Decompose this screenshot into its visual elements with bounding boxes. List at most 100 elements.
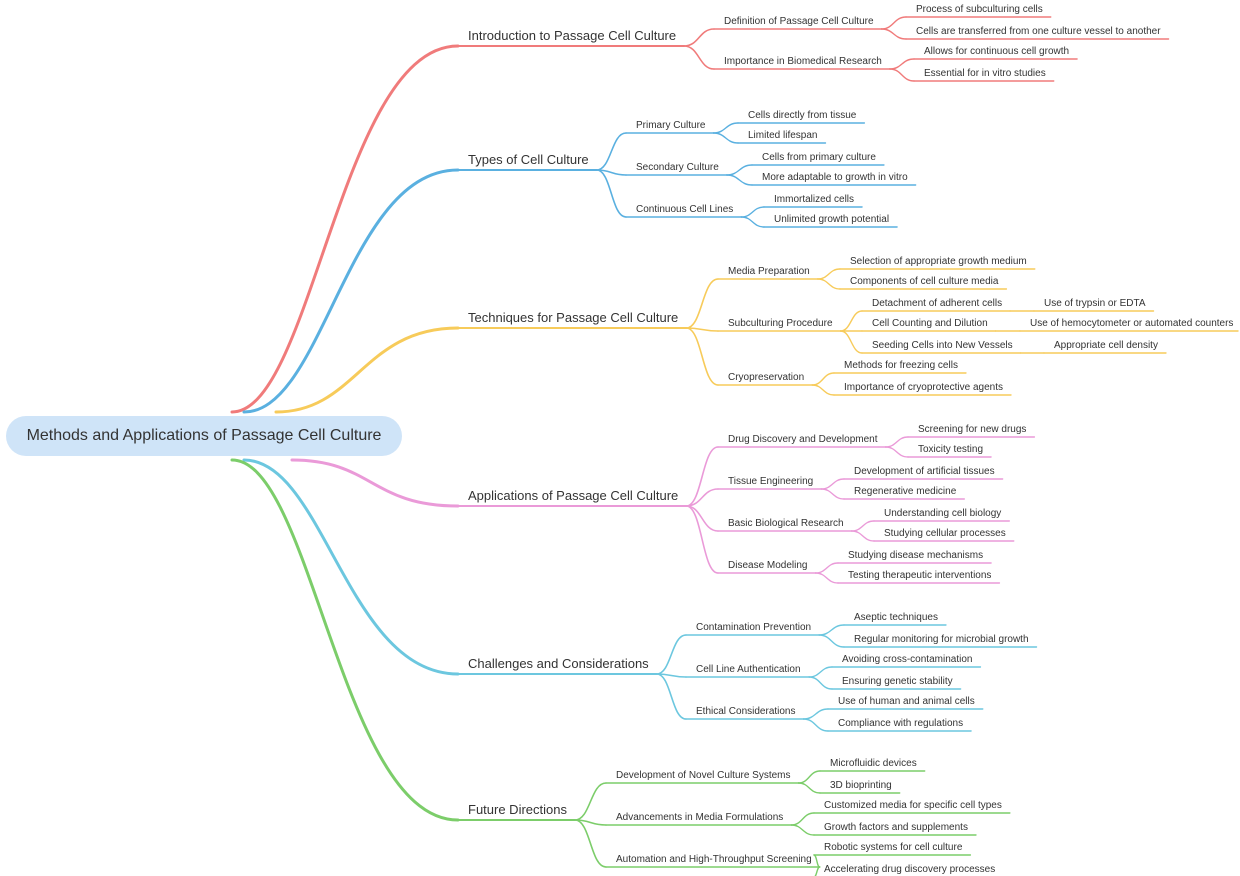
leaf-connector	[814, 562, 839, 574]
leaf-label[interactable]: Regenerative medicine	[854, 486, 957, 497]
leaf-label[interactable]: Robotic systems for cell culture	[824, 842, 963, 853]
subtopic-connector	[595, 132, 627, 171]
leaf-connector	[726, 164, 753, 176]
leaf-label[interactable]: Toxicity testing	[918, 444, 983, 455]
leaf-connector	[790, 824, 815, 836]
leaf-label[interactable]: Studying cellular processes	[884, 528, 1006, 539]
subtopic-connector	[595, 169, 627, 218]
leaf-label[interactable]: Cells from primary culture	[762, 152, 876, 163]
leaf-label[interactable]: Methods for freezing cells	[844, 360, 958, 371]
leaf-label[interactable]: Limited lifespan	[748, 130, 817, 141]
leaf-connector	[813, 854, 821, 868]
leaf-connector	[889, 68, 915, 82]
leaf-label[interactable]: Detachment of adherent cells	[872, 298, 1002, 309]
subtopic-connector	[685, 278, 719, 329]
branch-label[interactable]: Future Directions	[468, 802, 567, 817]
leaf-connector	[808, 676, 833, 690]
leaf-label[interactable]: Compliance with regulations	[838, 718, 963, 729]
subtopic-label[interactable]: Disease Modeling	[728, 560, 808, 571]
branch-label[interactable]: Types of Cell Culture	[468, 152, 589, 167]
leaf-connector	[839, 310, 863, 332]
leaf-connector	[740, 206, 765, 218]
leaf-label[interactable]: Studying disease mechanisms	[848, 550, 983, 561]
leaf-label[interactable]: Cells directly from tissue	[748, 110, 857, 121]
branch-label[interactable]: Challenges and Considerations	[468, 656, 649, 671]
leaf-label[interactable]: Development of artificial tissues	[854, 466, 995, 477]
branch-label[interactable]: Techniques for Passage Cell Culture	[468, 310, 678, 325]
subtopic-label[interactable]: Importance in Biomedical Research	[724, 56, 882, 67]
subtopic-label[interactable]: Continuous Cell Lines	[636, 204, 733, 215]
leaf-connector	[797, 782, 821, 794]
leaf-label[interactable]: Cell Counting and Dilution	[872, 318, 988, 329]
leaf-connector	[889, 58, 915, 70]
leaf-connector	[802, 708, 829, 720]
subtopic-label[interactable]: Definition of Passage Cell Culture	[724, 16, 874, 27]
subtopic-connector	[655, 634, 687, 675]
subtopic-connector	[685, 505, 719, 574]
leaf-connector	[811, 384, 835, 396]
leaf-label[interactable]: Screening for new drugs	[918, 424, 1026, 435]
subtopic-connector	[685, 327, 719, 386]
subtopic-connector	[683, 28, 715, 47]
leaf-label[interactable]: Growth factors and supplements	[824, 822, 968, 833]
subtopic-connector	[685, 488, 719, 507]
leaf-connector	[790, 812, 815, 826]
subtopic-label[interactable]: Secondary Culture	[636, 162, 719, 173]
subtopic-label[interactable]: Primary Culture	[636, 120, 706, 131]
leaf-label[interactable]: Selection of appropriate growth medium	[850, 256, 1027, 267]
leaf-connector	[817, 278, 841, 290]
leaf-label[interactable]: Understanding cell biology	[884, 508, 1001, 519]
leaf-label[interactable]: Components of cell culture media	[850, 276, 999, 287]
leaf-label[interactable]: Customized media for specific cell types	[824, 800, 1002, 811]
leaf-label[interactable]: Aseptic techniques	[854, 612, 938, 623]
subtopic-label[interactable]: Basic Biological Research	[728, 518, 844, 529]
subtopic-label[interactable]: Media Preparation	[728, 266, 810, 277]
subtopic-label[interactable]: Drug Discovery and Development	[728, 434, 878, 445]
subtopic-label[interactable]: Contamination Prevention	[696, 622, 811, 633]
branch-label[interactable]: Applications of Passage Cell Culture	[468, 488, 678, 503]
leaf-label[interactable]: Accelerating drug discovery processes	[824, 864, 995, 875]
subtopic-label[interactable]: Development of Novel Culture Systems	[616, 770, 791, 781]
leaf-label[interactable]: Ensuring genetic stability	[842, 676, 953, 687]
subtopic-label[interactable]: Ethical Considerations	[696, 706, 796, 717]
subtopic-label[interactable]: Subculturing Procedure	[728, 318, 833, 329]
leaf-label[interactable]: Immortalized cells	[774, 194, 854, 205]
leaf-label[interactable]: Regular monitoring for microbial growth	[854, 634, 1029, 645]
branch-connector	[230, 458, 460, 822]
subtopic-label[interactable]: Tissue Engineering	[728, 476, 813, 487]
leaf-label[interactable]: Testing therapeutic interventions	[848, 570, 991, 581]
leaf-connector	[808, 666, 833, 678]
leaf-label[interactable]: Avoiding cross-contamination	[842, 654, 972, 665]
leaf-label[interactable]: Seeding Cells into New Vessels	[872, 340, 1013, 351]
subtopic-label[interactable]: Automation and High-Throughput Screening	[616, 854, 812, 865]
leaf-label[interactable]: Essential for in vitro studies	[924, 68, 1046, 79]
subtopic-label[interactable]: Advancements in Media Formulations	[616, 812, 783, 823]
leaf-label[interactable]: Microfluidic devices	[830, 758, 917, 769]
branch-connector	[242, 168, 460, 414]
leaf-label[interactable]: Use of human and animal cells	[838, 696, 975, 707]
leaf-connector	[818, 624, 845, 636]
leaf-label[interactable]: Process of subculturing cells	[916, 4, 1043, 15]
branch-connector	[290, 458, 460, 508]
subtopic-connector	[685, 505, 719, 532]
branch-connector	[230, 44, 460, 414]
detail-label[interactable]: Appropriate cell density	[1054, 340, 1158, 351]
subtopic-label[interactable]: Cryopreservation	[728, 372, 804, 383]
subtopic-connector	[685, 327, 719, 332]
subtopic-connector	[655, 673, 687, 720]
detail-label[interactable]: Use of hemocytometer or automated counte…	[1030, 318, 1233, 329]
detail-label[interactable]: Use of trypsin or EDTA	[1044, 298, 1146, 309]
leaf-label[interactable]: Allows for continuous cell growth	[924, 46, 1069, 57]
leaf-label[interactable]: Cells are transferred from one culture v…	[916, 26, 1161, 37]
leaf-label[interactable]: More adaptable to growth in vitro	[762, 172, 908, 183]
leaf-label[interactable]: 3D bioprinting	[830, 780, 892, 791]
leaf-label[interactable]: Unlimited growth potential	[774, 214, 889, 225]
leaf-connector	[817, 268, 841, 280]
leaf-connector	[811, 372, 835, 386]
root-node[interactable]: Methods and Applications of Passage Cell…	[6, 416, 402, 456]
leaf-connector	[740, 216, 765, 228]
leaf-connector	[839, 330, 863, 354]
leaf-label[interactable]: Importance of cryoprotective agents	[844, 382, 1003, 393]
branch-label[interactable]: Introduction to Passage Cell Culture	[468, 28, 676, 43]
subtopic-label[interactable]: Cell Line Authentication	[696, 664, 801, 675]
